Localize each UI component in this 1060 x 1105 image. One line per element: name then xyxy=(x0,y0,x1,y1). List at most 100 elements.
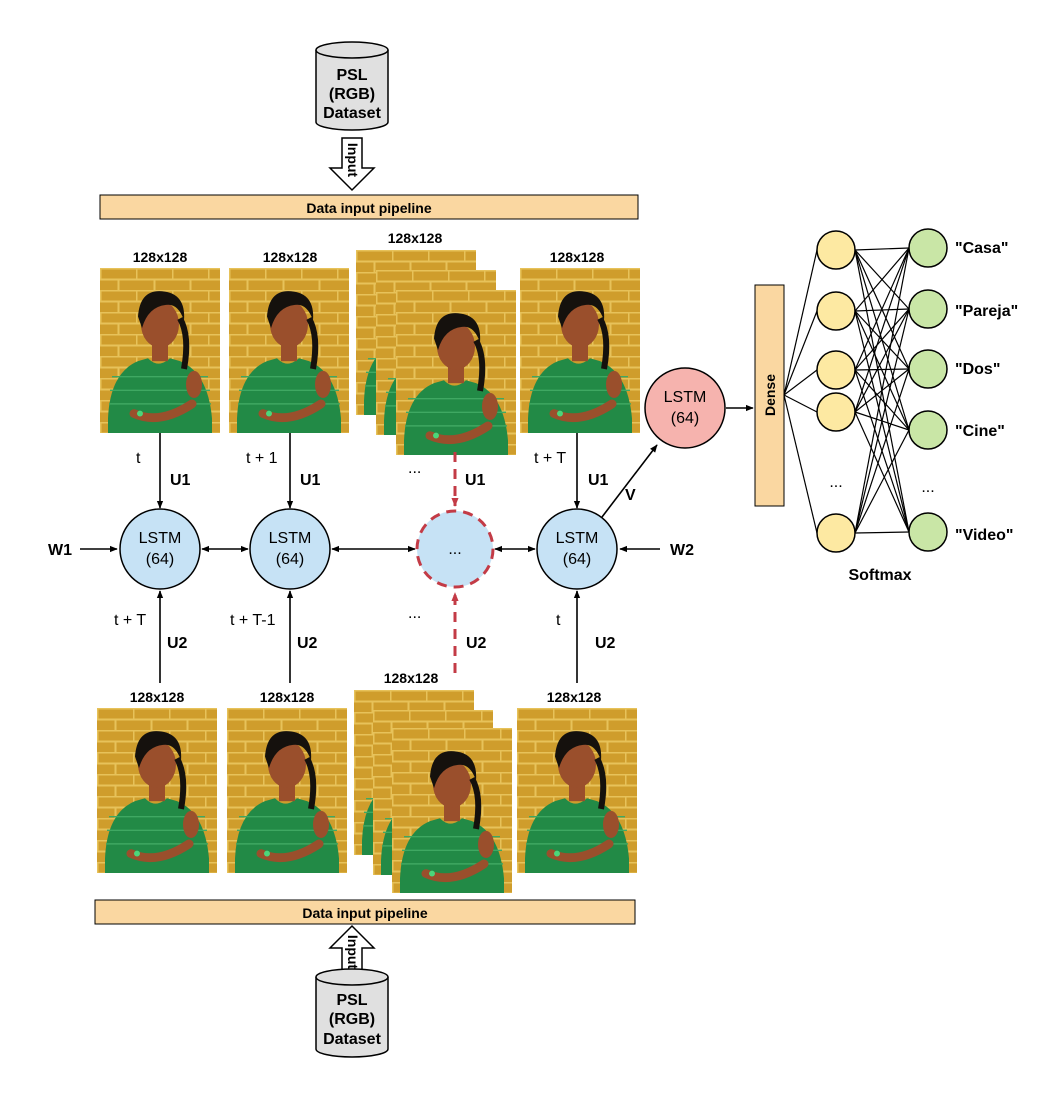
hidden-to-output-edge xyxy=(854,310,910,431)
pipeline-bottom: Data input pipeline xyxy=(94,899,636,925)
lstm-1-name: LSTM xyxy=(139,530,182,547)
output-label-1: "Casa" xyxy=(955,240,1008,257)
pipeline-top-label: Data input pipeline xyxy=(306,200,431,216)
pipeline-bottom-label: Data input pipeline xyxy=(302,905,427,921)
hidden-to-output-edge xyxy=(854,247,910,413)
frame-top-t xyxy=(100,268,220,433)
weight-w1: W1 xyxy=(48,542,72,559)
output-label-3: "Dos" xyxy=(955,361,1000,378)
frame-bottom-t xyxy=(517,708,637,873)
dataset-bottom-line1: PSL xyxy=(336,992,367,1009)
lstm-1-units: (64) xyxy=(146,551,174,568)
dense-to-hidden-edge xyxy=(783,394,818,413)
frame-bottom-tT1 xyxy=(227,708,347,873)
hidden-to-output-edge xyxy=(854,429,910,534)
output-neuron-2 xyxy=(908,289,948,329)
frame-top-stack-front xyxy=(396,290,516,455)
time-label-top-4: t + T xyxy=(534,450,566,467)
dense-to-hidden-edge xyxy=(783,249,818,396)
frame-size-label: 128x128 xyxy=(133,249,188,265)
softmax-network xyxy=(783,228,948,553)
softmax-connections xyxy=(783,247,910,534)
dense-to-hidden-edge xyxy=(783,394,818,534)
output-neuron-3 xyxy=(908,349,948,389)
lstm-cell-hidden xyxy=(415,509,495,589)
hidden-to-output-edge xyxy=(854,308,910,371)
frame-size-label: 128x128 xyxy=(260,689,315,705)
dataset-bottom: PSL (RGB) Dataset xyxy=(315,968,389,1058)
dense-to-hidden-edge xyxy=(783,369,818,396)
lstm-cell-2 xyxy=(249,508,331,590)
lstm-final-name: LSTM xyxy=(664,389,707,406)
hidden-to-output-edge xyxy=(854,247,910,534)
dataset-top-line2: (RGB) xyxy=(329,86,375,103)
hidden-neuron-3 xyxy=(816,350,856,390)
dense-to-hidden-edge xyxy=(783,310,818,396)
frame-size-label: 128x128 xyxy=(130,689,185,705)
output-neuron-4 xyxy=(908,410,948,450)
frame-top-tT xyxy=(520,268,640,433)
output-label-5: "Video" xyxy=(955,527,1013,544)
hidden-to-output-edge xyxy=(854,247,910,312)
lstm-final-units: (64) xyxy=(671,410,699,427)
frame-size-label: 128x128 xyxy=(388,230,443,246)
lstm-2-name: LSTM xyxy=(269,530,312,547)
hidden-to-output-edge xyxy=(854,368,910,534)
time-label-bottom-2: t + T-1 xyxy=(230,612,276,629)
dataset-top-line1: PSL xyxy=(336,67,367,84)
input-label-top: Input xyxy=(345,143,361,178)
dataset-top: PSL (RGB) Dataset xyxy=(315,41,389,131)
lstm-cell-1 xyxy=(119,508,201,590)
hidden-to-output-edge xyxy=(854,369,910,431)
hidden-neuron-2 xyxy=(816,291,856,331)
frame-size-label: 128x128 xyxy=(550,249,605,265)
pipeline-top: Data input pipeline xyxy=(99,194,639,220)
time-label-bottom-1: t + T xyxy=(114,612,146,629)
weight-u2-1: U2 xyxy=(167,635,188,652)
softmax-nodes xyxy=(816,228,948,553)
weight-u1-3: U1 xyxy=(465,472,486,489)
time-label-top-3: ... xyxy=(408,460,421,477)
dataset-bottom-line2: (RGB) xyxy=(329,1011,375,1028)
weight-w2: W2 xyxy=(670,542,694,559)
input-arrow-top: Input xyxy=(328,137,376,192)
dataset-top-line3: Dataset xyxy=(323,105,381,122)
dataset-bottom-line3: Dataset xyxy=(323,1031,381,1048)
weight-u2-3: U2 xyxy=(466,635,487,652)
hidden-neuron-1 xyxy=(816,230,856,270)
lstm-4-units: (64) xyxy=(563,551,591,568)
time-label-bottom-3: ... xyxy=(408,605,421,622)
time-label-bottom-4: t xyxy=(556,612,561,629)
frame-bottom-tT xyxy=(97,708,217,873)
output-ellipsis: ... xyxy=(921,479,934,496)
time-label-top-1: t xyxy=(136,450,141,467)
weight-u1-1: U1 xyxy=(170,472,191,489)
lstm-final xyxy=(644,367,726,449)
weight-u1-2: U1 xyxy=(300,472,321,489)
output-neuron-5 xyxy=(908,512,948,552)
lstm-hidden-label: ... xyxy=(448,541,461,558)
input-label-bottom: Input xyxy=(345,935,361,970)
hidden-to-output-edge xyxy=(854,411,910,533)
arrow-v xyxy=(601,444,658,518)
softmax-label: Softmax xyxy=(848,567,911,584)
hidden-to-output-edge xyxy=(854,308,910,534)
frame-top-t1 xyxy=(229,268,349,433)
hidden-to-output-edge xyxy=(854,368,910,371)
frame-size-label: 128x128 xyxy=(384,670,439,686)
dense-label: Dense xyxy=(762,374,778,416)
weight-v: V xyxy=(625,487,636,504)
weight-u2-4: U2 xyxy=(595,635,616,652)
frame-size-label: 128x128 xyxy=(263,249,318,265)
hidden-neuron-4 xyxy=(816,392,856,432)
output-neuron-1 xyxy=(908,228,948,268)
lstm-4-name: LSTM xyxy=(556,530,599,547)
output-label-4: "Cine" xyxy=(955,423,1005,440)
hidden-neuron-5 xyxy=(816,513,856,553)
hidden-to-output-edge xyxy=(854,531,910,534)
hidden-to-output-edge xyxy=(854,247,910,371)
output-label-2: "Pareja" xyxy=(955,303,1018,320)
frame-size-label: 128x128 xyxy=(547,689,602,705)
lstm-cell-4 xyxy=(536,508,618,590)
